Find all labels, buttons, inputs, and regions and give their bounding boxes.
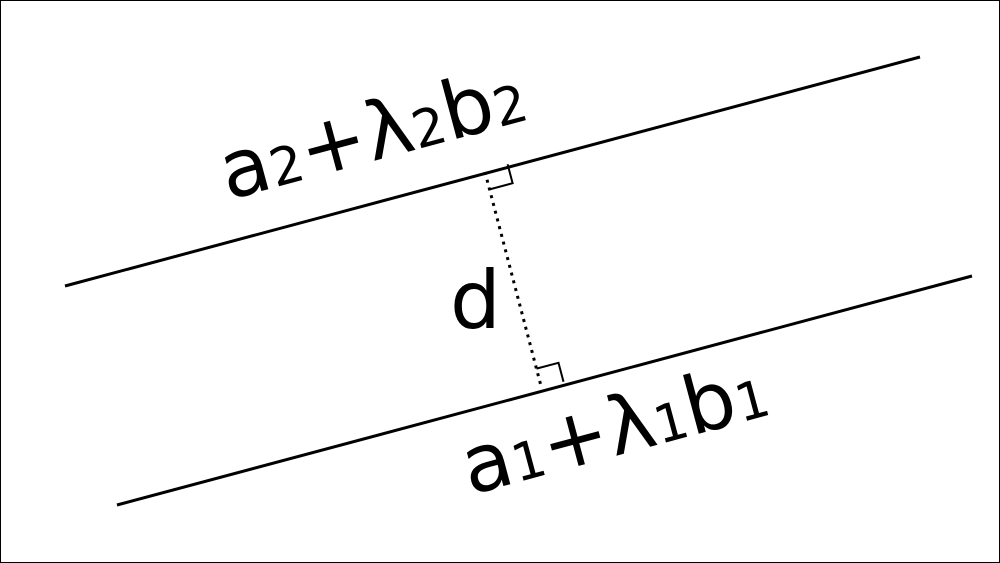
upper-line [64,55,921,288]
right-angle-marker-top [489,163,514,191]
lower-line [116,274,973,507]
right-angle-marker-bottom [536,361,565,383]
distance-segment [483,171,543,387]
lower-line-label: a1+λ1b1 [451,342,778,513]
distance-label: d [450,254,501,347]
upper-line-label: a2+λ2b2 [209,47,536,218]
